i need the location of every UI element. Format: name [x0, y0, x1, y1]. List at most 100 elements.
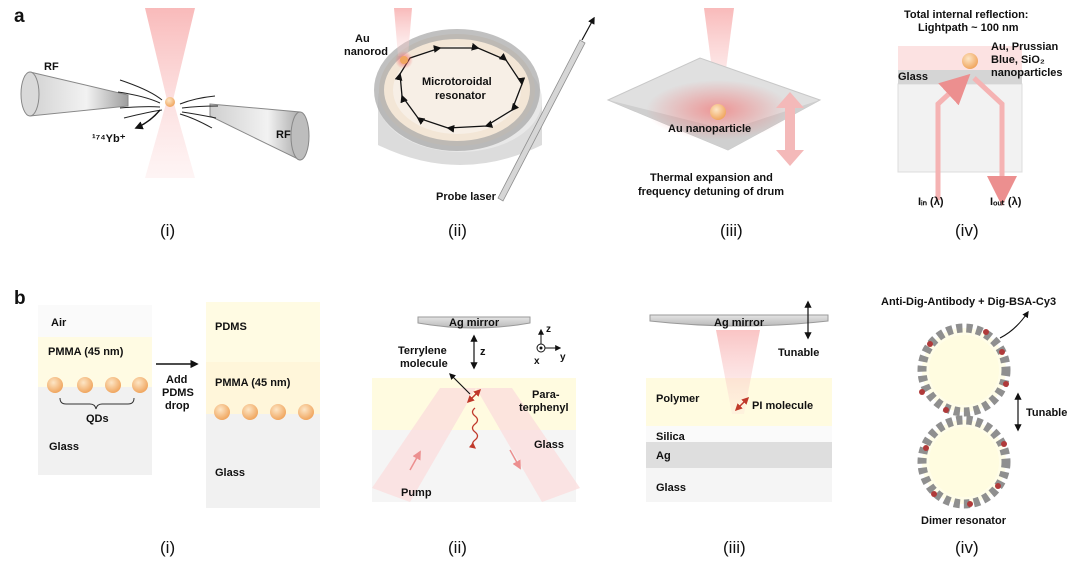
rf-electrode-left-base [20, 71, 40, 117]
au-nanorod-label-line2: nanorod [344, 46, 388, 58]
roman-b-iii: (iii) [723, 538, 746, 557]
glass-label-right: Glass [215, 467, 245, 479]
qd-row-right [214, 404, 314, 420]
antibody-dot [927, 341, 933, 347]
qd [47, 377, 63, 393]
drum-membrane-shade [608, 100, 820, 150]
glass-label-left: Glass [49, 441, 79, 453]
silica-layer [646, 426, 832, 442]
add-pdms-label-line2: PDMS [162, 387, 194, 399]
drum-laser-beam [704, 8, 734, 100]
antibody-dot [1003, 381, 1009, 387]
pmma-label-left: PMMA (45 nm) [48, 346, 124, 358]
tir-glass-label: Glass [898, 71, 928, 83]
tir-np-label-line3: nanoparticles [991, 67, 1063, 79]
qds-label: QDs [86, 413, 109, 425]
left-stack-glass [38, 387, 152, 475]
ion-pointer-arrow [134, 109, 161, 130]
antibody-dot [983, 329, 989, 335]
qd [298, 404, 314, 420]
para-terphenyl-label-line1: Para- [532, 389, 560, 401]
antibody-label: Anti-Dig-Antibody + Dig-BSA-Cy3 [881, 296, 1056, 308]
probe-fiber [497, 39, 586, 202]
b-ii-glass-label: Glass [534, 439, 564, 451]
tir-beam-out [972, 76, 1017, 206]
roman-b-iv: (iv) [955, 538, 979, 557]
pump-beam-right [476, 388, 580, 502]
tir-evanescent-layer [898, 46, 1022, 70]
tir-nanoparticle [962, 53, 978, 69]
ag-mirror-label-b-iii: Ag mirror [714, 317, 765, 329]
dimer-sphere-bottom [917, 415, 1011, 509]
dimer-resonator-label: Dimer resonator [921, 515, 1007, 527]
sphere-top-core [929, 335, 999, 405]
roman-a-iv: (iv) [955, 221, 979, 240]
au-nanoparticle [710, 104, 726, 120]
axis-label-z: z [546, 324, 551, 335]
panel-label-b: b [14, 288, 26, 309]
drum-caption-line2: frequency detuning of drum [638, 186, 784, 198]
sphere-bottom-core [929, 427, 999, 497]
roman-a-ii: (ii) [448, 221, 467, 240]
right-stack-glass [206, 414, 320, 508]
qd [105, 377, 121, 393]
ag-layer [646, 442, 832, 468]
para-terphenyl-label-line2: terphenyl [519, 402, 569, 414]
pi-dipole [734, 396, 750, 412]
x-axis-dot [539, 346, 543, 350]
ag-label: Ag [656, 450, 671, 462]
qd [77, 377, 93, 393]
antibody-pointer [999, 310, 1029, 339]
tir-title-line2: Lightpath ~ 100 nm [918, 22, 1019, 34]
silica-label: Silica [656, 431, 686, 443]
antibody-dot [923, 445, 929, 451]
resonator-label-line2: resonator [435, 90, 486, 102]
resonator-light-path [400, 48, 522, 128]
roman-a-iii: (iii) [720, 221, 743, 240]
axis-label-x: x [534, 356, 540, 367]
pump-in-arrow [409, 450, 421, 471]
add-pdms-label-line3: drop [165, 400, 190, 412]
yb-ion [165, 97, 175, 107]
qd-row-left [47, 377, 148, 393]
antibody-dot [931, 491, 937, 497]
displacement-double-arrow [776, 92, 804, 166]
au-nanorod-label-line1: Au [355, 33, 370, 45]
qd [242, 404, 258, 420]
roman-b-i: (i) [160, 538, 175, 557]
b-iii-glass-label: Glass [656, 482, 686, 494]
terrylene-pointer [449, 373, 471, 395]
panel-b-ii: Ag mirror z Terrylene molecule Para- ter… [372, 316, 580, 557]
dimer-sphere-top [917, 323, 1011, 417]
antibody-dot [967, 501, 973, 507]
axis-label-y: y [560, 352, 566, 363]
rf-electrode-right-base [290, 111, 310, 161]
tir-np-label-line1: Au, Prussian [991, 41, 1059, 53]
qd-brace [59, 397, 135, 410]
tir-np-label-line2: Blue, SiO₂ [991, 54, 1045, 66]
terrylene-dipole [466, 388, 482, 404]
au-nanorod-core [400, 56, 408, 64]
para-terphenyl-layer [372, 378, 576, 430]
tunable-label-b-iv: Tunable [1026, 407, 1067, 419]
terrylene-label-line1: Terrylene [398, 345, 447, 357]
field-lines-right [179, 95, 219, 129]
panel-a-iv: Total internal reflection: Lightpath ~ 1… [897, 9, 1063, 240]
pmma-label-right: PMMA (45 nm) [215, 377, 291, 389]
probe-laser-arrow [581, 16, 595, 41]
panel-b-iii: Ag mirror Tunable Polymer PI molecule Si… [646, 300, 832, 557]
emission-wave [468, 407, 479, 449]
panel-label-a: a [14, 6, 25, 27]
pump-beam-left [372, 388, 476, 502]
coordinate-axes [536, 328, 562, 353]
qd [132, 377, 148, 393]
pdms-label: PDMS [215, 321, 247, 333]
antibody-dot [999, 349, 1005, 355]
roman-b-ii: (ii) [448, 538, 467, 557]
resonator-label-line1: Microtoroidal [422, 76, 492, 88]
panel-a-iii: Au nanoparticle Thermal expansion and fr… [606, 8, 822, 240]
panel-b-i: Air PMMA (45 nm) QDs Glass Add PDMS drop… [38, 302, 320, 557]
z-distance-label: z [480, 346, 486, 358]
nanorod-beam [394, 8, 412, 56]
